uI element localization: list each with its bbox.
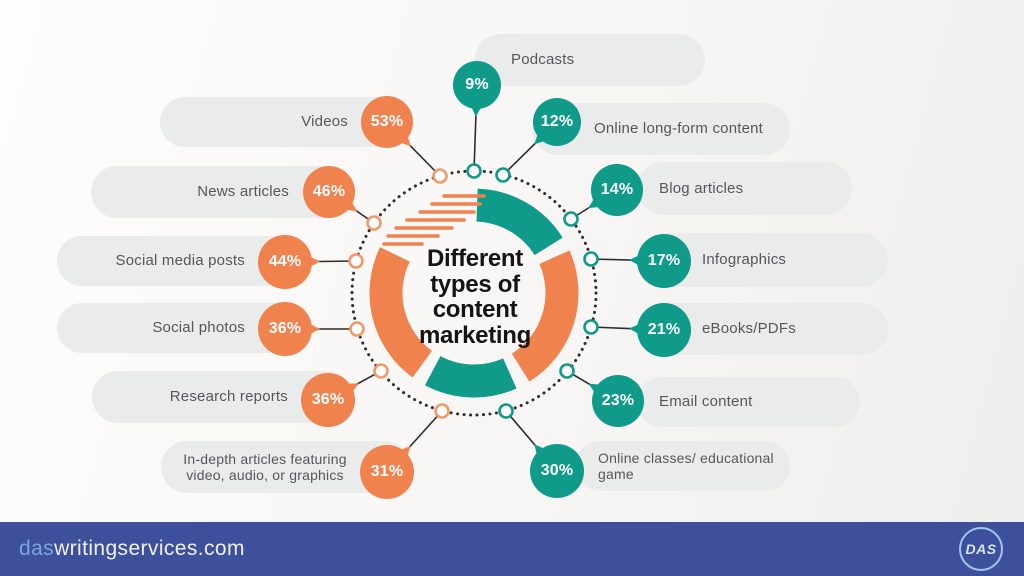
percent-label: 31% (370, 463, 404, 480)
page-title: Different types of content marketing (418, 245, 531, 349)
connector-node (434, 403, 450, 419)
percent-label: 36% (268, 320, 302, 337)
percent-label: 53% (370, 113, 404, 130)
connector-node (432, 168, 448, 184)
footer-bar: daswritingservices.com DAS (0, 522, 1024, 576)
pill-label: Social media posts (115, 252, 245, 270)
pill-podcasts: Podcasts (475, 34, 705, 86)
brand-prefix: das (19, 537, 55, 560)
connector-node (348, 253, 364, 269)
percent-label: 44% (268, 253, 302, 270)
pill-label: Research reports (169, 388, 288, 406)
percent-bubble-ebooks-pdfs: 21% (637, 303, 691, 357)
percent-bubble-research-reports: 36% (301, 373, 355, 427)
percent-bubble-social-photos: 36% (258, 302, 312, 356)
connector-node (373, 363, 389, 379)
pill-email-content: Email content (637, 377, 860, 427)
percent-label: 46% (312, 183, 346, 200)
brand-url: daswritingservices.com (19, 537, 245, 561)
percent-bubble-news-articles: 46% (303, 166, 355, 218)
pill-label: Podcasts (511, 51, 575, 69)
connector-node (583, 319, 599, 335)
pill-label: Email content (659, 393, 753, 411)
connector-node (583, 251, 599, 267)
pill-label: Social photos (152, 319, 245, 337)
percent-bubble-videos: 53% (361, 96, 413, 148)
pill-label: Blog articles (659, 179, 744, 197)
percent-label: 36% (311, 391, 345, 408)
connector-node (495, 167, 511, 183)
ring-segment-top-teal (475, 188, 563, 256)
speed-lines (382, 194, 486, 246)
percent-bubble-podcasts: 9% (453, 61, 501, 109)
connector-node (366, 215, 382, 231)
pill-label-line: game (598, 466, 634, 482)
connector-node (466, 163, 482, 179)
percent-label: 21% (647, 321, 681, 338)
logo-text: DAS (965, 541, 997, 557)
pill-label-line: video, audio, or graphics (186, 467, 344, 483)
pill-label: News articles (197, 183, 289, 201)
percent-label: 12% (540, 113, 574, 130)
pill-label: Online long-form content (594, 120, 764, 138)
percent-bubble-in-depth-articles: 31% (360, 445, 414, 499)
logo: DAS (959, 527, 1003, 571)
pill-label: eBooks/PDFs (702, 320, 796, 338)
ring-segment-bottom-teal (424, 355, 517, 398)
percent-label: 14% (600, 181, 634, 198)
connector-node (498, 403, 514, 419)
pill-label: Videos (301, 113, 348, 131)
pill-label-line: Online classes/ educational (598, 449, 774, 466)
connector-node (559, 363, 575, 379)
percent-label: 23% (601, 392, 635, 409)
pill-label-line: In-depth articles featuring (183, 450, 347, 467)
percent-bubble-online-classes: 30% (530, 444, 584, 498)
percent-label: 30% (540, 462, 574, 479)
pill-blog-articles: Blog articles (637, 162, 852, 215)
percent-bubble-blog-articles: 14% (591, 164, 643, 216)
brand-suffix: writingservices.com (54, 537, 245, 560)
percent-bubble-infographics: 17% (637, 234, 691, 288)
percent-label: 17% (647, 252, 681, 269)
percent-bubble-online-long-form-content: 12% (533, 98, 581, 146)
pill-label: Infographics (702, 251, 787, 269)
percent-label: 9% (465, 76, 489, 93)
percent-bubble-social-media-posts: 44% (258, 235, 312, 289)
percent-bubble-email-content: 23% (592, 375, 644, 427)
connector-node (563, 211, 579, 227)
connector-node (349, 321, 365, 337)
